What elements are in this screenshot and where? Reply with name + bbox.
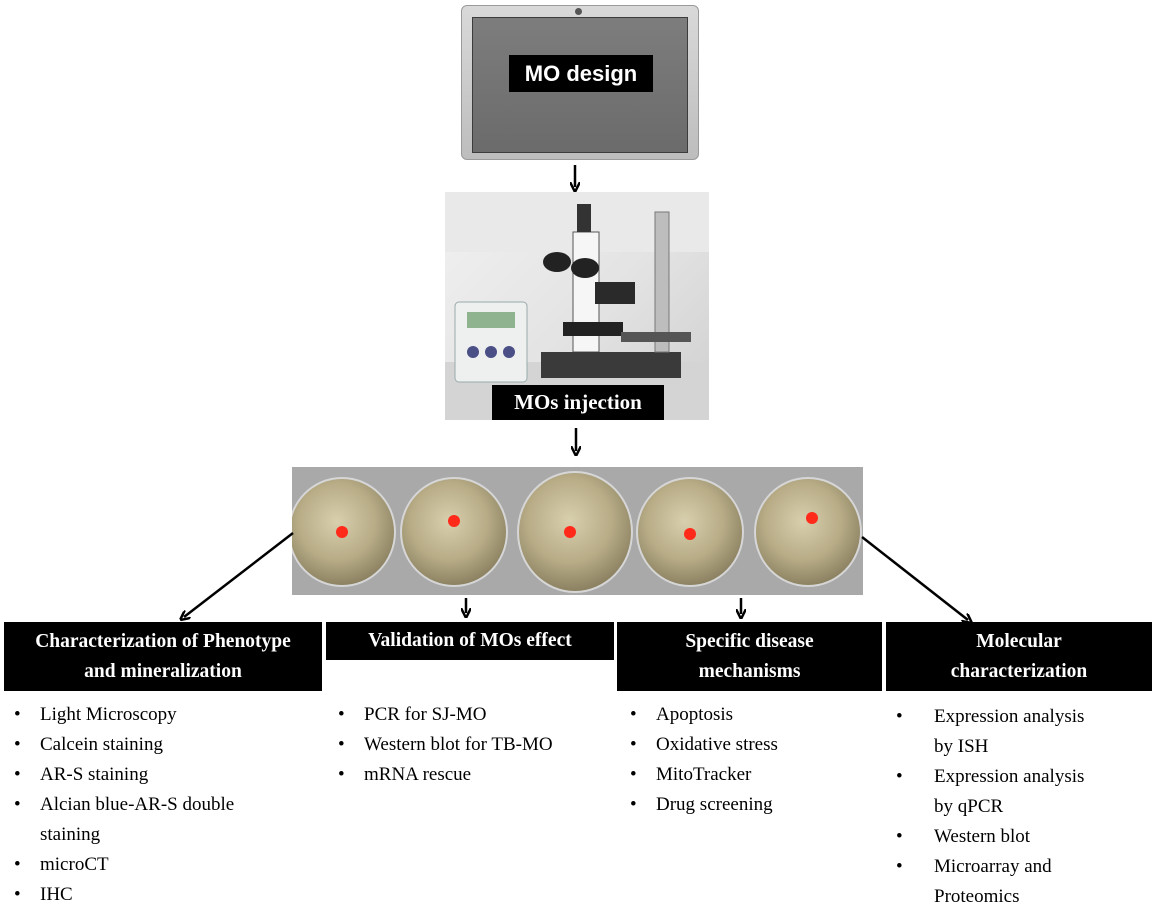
category-phenotype-box: Characterization of Phenotype and minera… bbox=[4, 622, 322, 691]
list-item: Apoptosis bbox=[630, 700, 880, 730]
embryo-strip bbox=[292, 467, 863, 595]
list-item: Alcian blue-AR-S double bbox=[14, 790, 314, 820]
injection-site-dot bbox=[564, 526, 576, 538]
embryo-icon bbox=[636, 477, 744, 587]
phenotype-list: Light Microscopy Calcein staining AR-S s… bbox=[14, 700, 314, 910]
list-item: Light Microscopy bbox=[14, 700, 314, 730]
list-item: MitoTracker bbox=[630, 760, 880, 790]
category-validation-box: Validation of MOs effect bbox=[326, 622, 614, 660]
embryo-icon bbox=[517, 471, 633, 593]
category-disease-box: Specific disease mechanisms bbox=[617, 622, 882, 691]
injection-site-dot bbox=[684, 528, 696, 540]
category-molecular-title-line1: Molecular bbox=[976, 630, 1062, 652]
category-phenotype-title-line2: and mineralization bbox=[84, 660, 242, 682]
list-item: mRNA rescue bbox=[338, 760, 618, 790]
injection-site-dot bbox=[448, 515, 460, 527]
list-item-continued: by qPCR bbox=[934, 796, 1004, 817]
category-phenotype-title-line1: Characterization of Phenotype bbox=[35, 630, 291, 652]
list-item-continued: Proteomics bbox=[934, 886, 1020, 907]
list-item: Western blot for TB-MO bbox=[338, 730, 618, 760]
category-validation-title: Validation of MOs effect bbox=[368, 630, 572, 651]
list-item: AR-S staining bbox=[14, 760, 314, 790]
mos-injection-label: MOs injection bbox=[492, 385, 664, 420]
embryo-icon bbox=[754, 477, 862, 587]
category-molecular-box: Molecular characterization bbox=[886, 622, 1152, 691]
list-item: Western blot bbox=[888, 822, 1154, 852]
category-disease-title-line1: Specific disease bbox=[685, 630, 814, 652]
injection-site-dot bbox=[336, 526, 348, 538]
list-item: PCR for SJ-MO bbox=[338, 700, 618, 730]
list-item: Oxidative stress bbox=[630, 730, 880, 760]
list-item: IHC bbox=[14, 880, 314, 910]
arrow-diagonal-right bbox=[861, 536, 968, 620]
validation-list: PCR for SJ-MO Western blot for TB-MO mRN… bbox=[338, 700, 618, 790]
list-item: microCT bbox=[14, 850, 314, 880]
list-item: Drug screening bbox=[630, 790, 880, 820]
embryo-icon bbox=[400, 477, 508, 587]
list-item: Microarray and bbox=[888, 852, 1154, 882]
list-item: Calcein staining bbox=[14, 730, 314, 760]
list-item-continued: by ISH bbox=[934, 736, 989, 757]
list-item: Expression analysis bbox=[888, 762, 1154, 792]
monitor-camera bbox=[575, 8, 582, 15]
disease-list: Apoptosis Oxidative stress MitoTracker D… bbox=[630, 700, 880, 820]
embryo-icon bbox=[292, 477, 396, 587]
list-item-continued: staining bbox=[40, 824, 101, 845]
list-item: Expression analysis bbox=[888, 702, 1154, 732]
category-molecular-title-line2: characterization bbox=[950, 660, 1088, 682]
category-disease-title-line2: mechanisms bbox=[698, 660, 801, 682]
molecular-list: Expression analysis by ISH Expression an… bbox=[888, 702, 1154, 912]
injection-site-dot bbox=[806, 512, 818, 524]
mo-design-label: MO design bbox=[509, 55, 653, 92]
arrow-diagonal-left bbox=[184, 532, 294, 617]
microscope-icon bbox=[445, 192, 709, 420]
